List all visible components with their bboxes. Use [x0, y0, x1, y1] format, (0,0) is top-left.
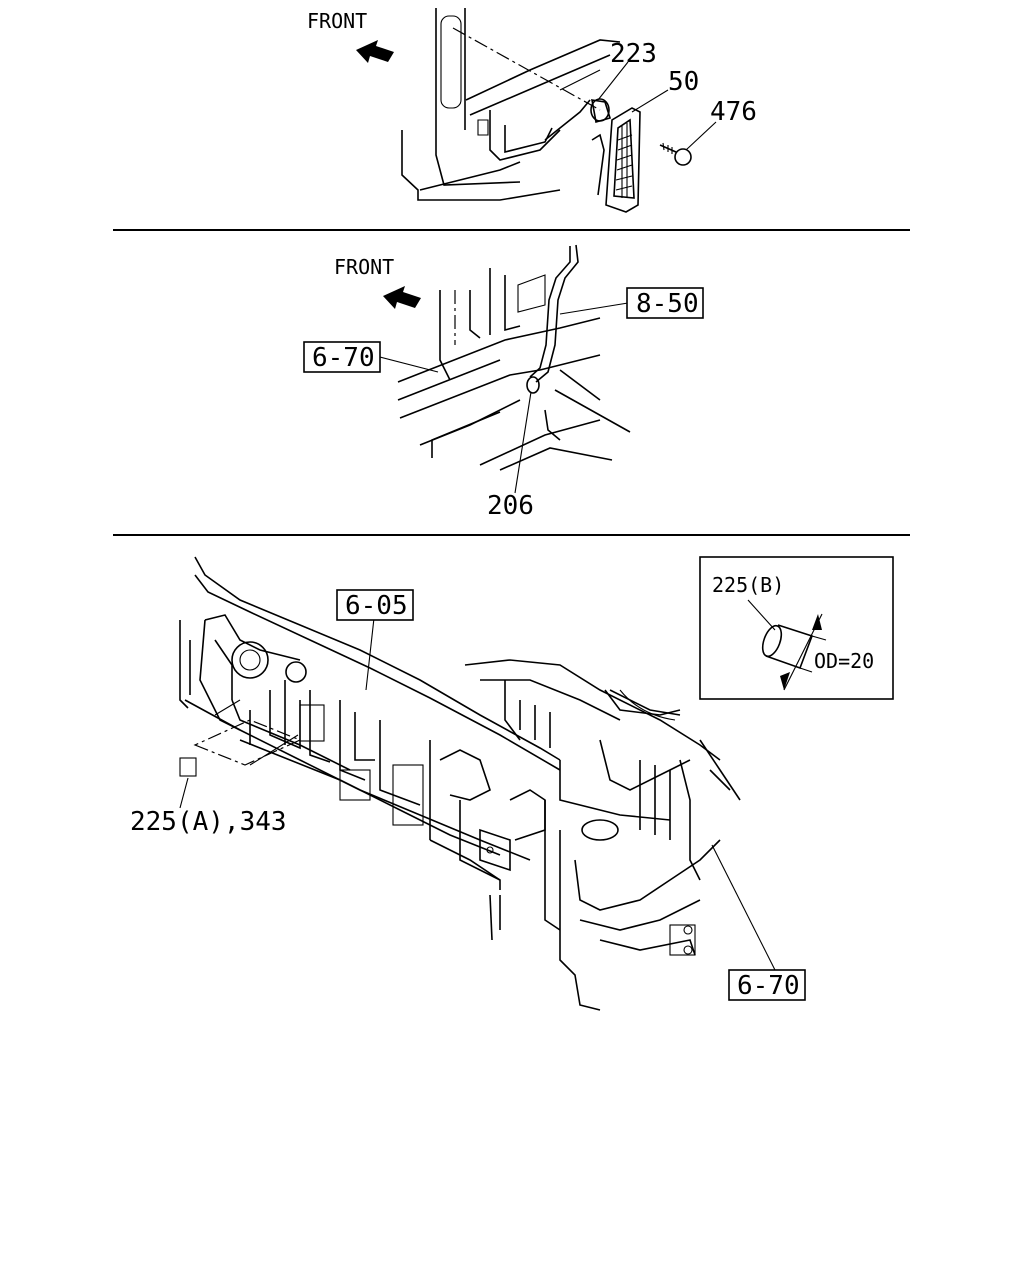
dash-panel-drawing: [179, 556, 741, 1011]
leader-6-70-a: [379, 356, 439, 373]
detail-dimension: OD=20: [814, 649, 874, 673]
svg-text:6-70: 6-70: [312, 343, 375, 373]
leader-8-50: [559, 302, 629, 315]
ref-box-8-50: 8-50: [626, 287, 704, 319]
section-1-vent-grille: FRONT: [307, 8, 757, 213]
callout-476: 476: [710, 97, 757, 127]
leader-225a: [179, 777, 189, 809]
front-label-2: FRONT: [334, 255, 394, 279]
leader-223: [597, 61, 629, 101]
vent-grille-part: [591, 107, 641, 213]
leader-6-05: [365, 617, 375, 691]
grommet-part: [526, 376, 540, 394]
leader-50: [631, 89, 669, 113]
leader-206: [514, 391, 532, 494]
screw-part: [659, 142, 692, 166]
front-arrow-icon: [356, 40, 394, 63]
frame-drawing-2: [397, 244, 631, 471]
ref-box-6-05: 6-05: [336, 589, 414, 621]
detail-leader: [747, 599, 776, 631]
leader-6-70-b: [711, 844, 776, 971]
section-2-frame-detail: FRONT: [303, 244, 704, 521]
clip-part: [590, 98, 612, 124]
svg-text:6-05: 6-05: [345, 591, 408, 621]
callout-225a-343: 225(A),343: [130, 807, 287, 837]
detail-box-225b: 225(B) OD=20: [699, 556, 894, 700]
callout-223: 223: [610, 39, 657, 69]
callout-50: 50: [668, 67, 699, 97]
ref-box-6-70-a: 6-70: [303, 341, 381, 373]
plug-part: [761, 613, 827, 691]
ref-box-6-70-b: 6-70: [728, 969, 806, 1001]
leader-476: [685, 121, 717, 151]
svg-text:6-70: 6-70: [737, 971, 800, 1001]
detail-title: 225(B): [712, 573, 784, 597]
front-arrow-icon: [383, 286, 421, 309]
front-label-1: FRONT: [307, 9, 367, 33]
section-3-dash-panel: 6-05 6-70 225(A),343 225(B) OD=20: [130, 556, 894, 1011]
svg-text:8-50: 8-50: [636, 289, 699, 319]
body-panel-drawing-1: [401, 8, 621, 201]
callout-206: 206: [487, 491, 534, 521]
